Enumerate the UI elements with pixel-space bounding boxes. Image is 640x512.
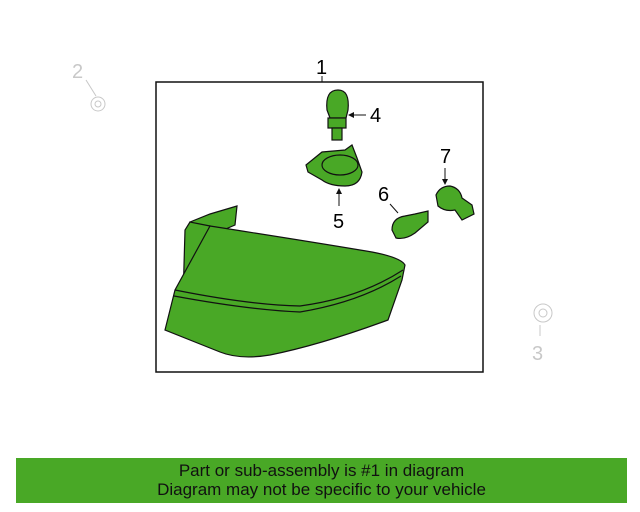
arrowhead-4 <box>348 112 354 118</box>
callout-4: 4 <box>370 105 381 127</box>
callout-6: 6 <box>378 184 389 206</box>
part-6-bulb[interactable] <box>391 210 429 240</box>
part-1-tail-lamp[interactable] <box>164 205 406 358</box>
banner-line-1: Part or sub-assembly is #1 in diagram <box>178 461 465 480</box>
callout-3: 3 <box>532 343 543 365</box>
info-banner: Part or sub-assembly is #1 in diagram Di… <box>16 458 627 503</box>
arrow-6 <box>389 203 399 214</box>
part-7-socket[interactable] <box>435 185 475 221</box>
part-4-bulb[interactable] <box>326 89 349 141</box>
assembly-frame <box>155 81 484 373</box>
arrowhead-5 <box>336 188 342 194</box>
arrowhead-7 <box>442 179 448 185</box>
part-2-clip[interactable] <box>85 79 106 112</box>
callout-7: 7 <box>440 146 451 168</box>
callout-5: 5 <box>333 211 344 233</box>
callout-2: 2 <box>72 61 83 83</box>
callout-1: 1 <box>316 57 327 79</box>
banner-line-2: Diagram may not be specific to your vehi… <box>157 480 486 499</box>
part-5-socket[interactable] <box>305 144 363 187</box>
part-3-nut[interactable] <box>533 303 553 336</box>
